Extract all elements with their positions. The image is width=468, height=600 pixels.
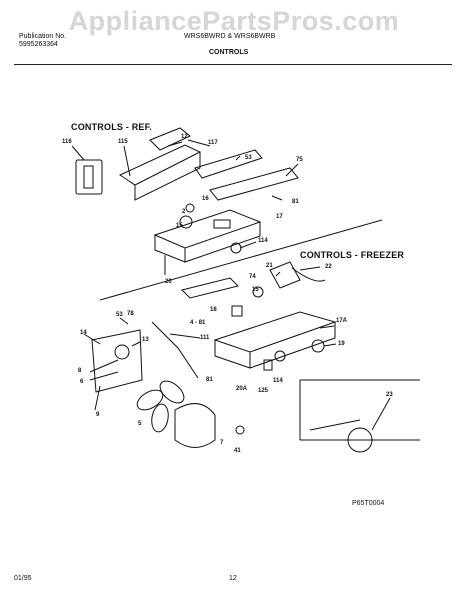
part-116-label-area	[83, 165, 94, 189]
part-17a-housing	[213, 311, 337, 353]
callout-114: 114	[258, 238, 268, 244]
callout-17a: 17A	[336, 318, 348, 324]
callout-6: 6	[80, 379, 84, 385]
part-21-thermostat	[269, 261, 301, 289]
callout-16: 16	[202, 196, 209, 202]
callout-14: 14	[80, 330, 87, 336]
part-116-card	[75, 159, 103, 195]
part-75-bracket	[209, 167, 299, 201]
part-22-capillary	[291, 267, 326, 282]
part-23-detail-circle	[347, 427, 373, 453]
part-5-fan-blade	[136, 380, 185, 433]
part-74-plate	[181, 277, 239, 299]
part-111-harness	[151, 321, 199, 379]
callout-117: 117	[208, 140, 218, 146]
part-16-knob	[213, 219, 231, 229]
callout-115: 115	[118, 139, 128, 145]
callout-81b: 81	[198, 320, 206, 326]
callout-12: 12	[181, 134, 188, 140]
callout-41: 41	[234, 448, 241, 454]
part-125-clip	[263, 359, 273, 371]
callout-15b: 15	[252, 287, 259, 293]
part-7-shroud	[174, 403, 216, 448]
callout-53: 53	[245, 155, 252, 161]
callout-53b: 53	[116, 312, 123, 318]
callout-18: 18	[210, 307, 217, 313]
callout-17: 17	[276, 214, 283, 220]
section-divider-line	[99, 219, 383, 301]
publication-label: Publication No.	[19, 33, 67, 40]
part-81-screw	[271, 195, 283, 201]
callout-74: 74	[249, 274, 256, 280]
controls-freezer-title: CONTROLS - FREEZER	[300, 250, 405, 260]
callout-81: 81	[292, 199, 299, 205]
callout-20: 20	[165, 279, 172, 285]
part-17-control-housing	[153, 209, 262, 249]
part-9-lead	[94, 385, 101, 411]
diagram-code: P65T0004	[352, 500, 385, 507]
callout-20a: 20A	[236, 386, 248, 392]
part-115-housing	[118, 144, 202, 186]
callout-7: 7	[220, 440, 224, 446]
publication-number: 5995263364	[19, 41, 58, 48]
callout-125: 125	[258, 388, 269, 394]
callout-111: 111	[200, 335, 210, 341]
callout-19: 19	[338, 341, 345, 347]
callout-4: 4	[190, 320, 194, 326]
callout-23: 23	[386, 392, 393, 398]
part-15-bulb	[179, 215, 193, 229]
section-heading: CONTROLS	[209, 49, 249, 56]
footer-date: 01/95	[14, 575, 32, 582]
part-53b-screw	[119, 317, 129, 325]
callout-5: 5	[138, 421, 142, 427]
callout-114b: 114	[273, 378, 283, 384]
callout-8: 8	[78, 368, 82, 374]
cabinet-outline	[299, 379, 420, 441]
part-41-screw	[235, 425, 245, 435]
callout-15: 15	[176, 223, 183, 229]
part-53-plate	[194, 149, 263, 179]
callout-78: 78	[127, 311, 134, 317]
controls-ref-title: CONTROLS - REF.	[71, 122, 152, 132]
callout-21: 21	[266, 263, 273, 269]
part-2-socket	[185, 203, 195, 213]
callout-116: 116	[62, 139, 72, 145]
page-number: 12	[229, 575, 237, 582]
callout-9: 9	[96, 412, 100, 418]
part-14-motor	[114, 344, 130, 360]
part-12-thermostat	[149, 127, 191, 151]
callout-2: 2	[182, 209, 186, 215]
part-13-fan-bracket	[91, 329, 143, 393]
part-114b-knob	[274, 350, 286, 362]
part-15b-bulb	[252, 286, 264, 298]
callout-13: 13	[142, 337, 149, 343]
part-16b-socket	[231, 305, 243, 317]
callout-22: 22	[325, 264, 332, 270]
callout-4-81: 4 - 81	[190, 320, 206, 326]
model-number: WRS6BWRD & WRS6BWRB	[184, 33, 276, 40]
callout-75: 75	[296, 157, 303, 163]
callout-81c: 81	[206, 377, 213, 383]
header-rule	[14, 64, 452, 65]
watermark: AppliancePartsPros.com	[68, 6, 400, 36]
